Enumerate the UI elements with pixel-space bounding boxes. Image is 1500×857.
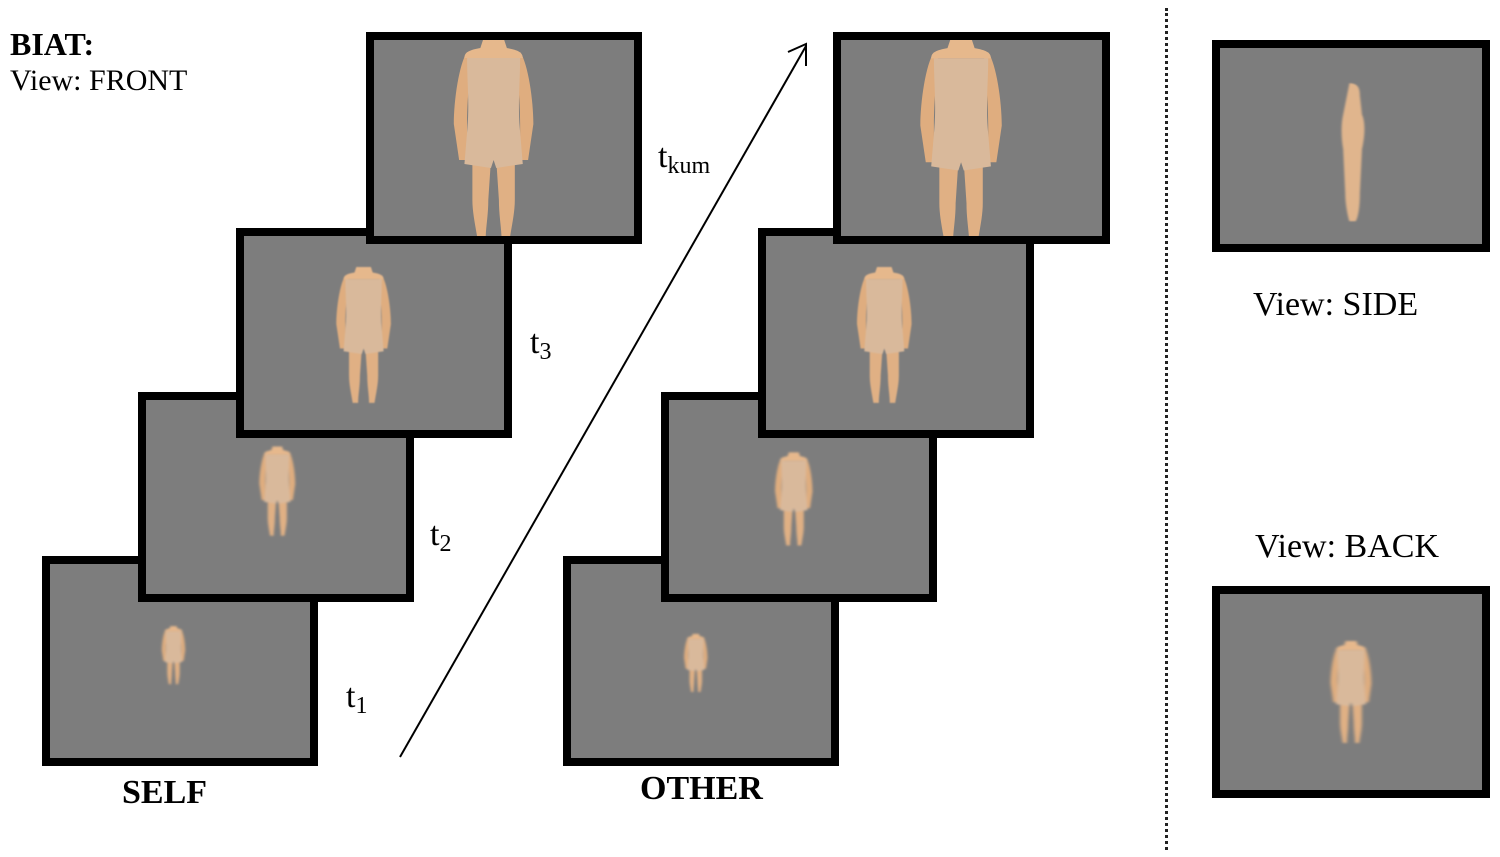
self-frame-t3 [236,228,512,438]
self-figure-t3 [336,267,391,403]
other-figure-t3 [857,267,912,403]
time-label-t1: t1 [346,678,368,719]
side-view-figure [1341,83,1365,222]
side-view-frame [1212,40,1490,252]
time-label-t2: t2 [430,516,452,557]
biat-title: BIAT: [10,26,95,62]
other-frame-tkum [833,32,1110,244]
time-label-t3: t3 [530,324,552,365]
time-arrow-head [787,42,807,66]
self-frame-tkum [366,32,642,244]
time-label-tkum: tkum [658,138,711,179]
back-view-figure [1330,641,1372,743]
other-figure-tkum [920,40,1002,236]
self-figure-tkum [453,40,534,236]
back-view-label: View: BACK [1255,528,1440,565]
self-label: SELF [122,774,208,811]
back-view-frame [1212,586,1490,798]
front-view-label: View: FRONT [10,64,188,97]
other-label: OTHER [640,770,763,807]
other-frame-t3 [758,228,1034,438]
dotted-divider [1165,8,1168,850]
side-view-label: View: SIDE [1253,286,1419,323]
